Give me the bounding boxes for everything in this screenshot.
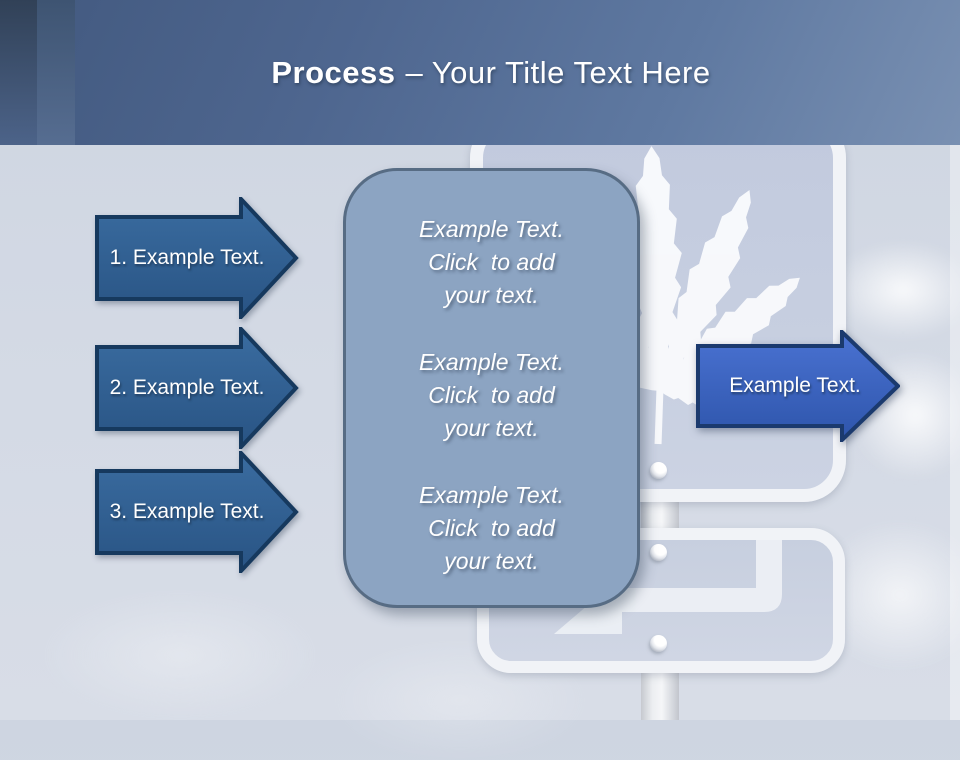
result-arrow-label: Example Text. — [729, 374, 861, 397]
page-title-keyword: Process — [271, 54, 396, 90]
placeholder-line: Example Text. — [419, 349, 564, 375]
bolt-icon — [650, 462, 667, 479]
process-step-arrow-3[interactable]: 3. Example Text. — [95, 451, 299, 573]
placeholder-line: your text. — [444, 415, 539, 441]
decorative-stripe-light — [37, 0, 75, 145]
placeholder-line: Click to add — [428, 249, 555, 275]
content-panel-text: Example Text. Click to add your text. Ex… — [346, 171, 637, 605]
arrow-right-shape — [95, 327, 299, 449]
cannabis-leaf-icon — [528, 145, 813, 445]
placeholder-text-block-3[interactable]: Example Text. Click to add your text. — [419, 479, 564, 578]
placeholder-line: Click to add — [428, 515, 555, 541]
process-step-arrow-2[interactable]: 2. Example Text. — [95, 327, 299, 449]
process-step-label-3: 3. Example Text. — [109, 500, 265, 523]
placeholder-line: your text. — [444, 282, 539, 308]
placeholder-line: Click to add — [428, 382, 555, 408]
process-step-label-2: 2. Example Text. — [109, 376, 265, 399]
page-title[interactable]: Process – Your Title Text Here — [0, 0, 960, 145]
placeholder-line: Example Text. — [419, 216, 564, 242]
right-edge-highlight — [950, 145, 960, 720]
result-arrow[interactable]: Example Text. — [696, 330, 900, 442]
content-panel[interactable]: Example Text. Click to add your text. Ex… — [343, 168, 640, 608]
bolt-icon — [650, 544, 667, 561]
placeholder-line: Example Text. — [419, 482, 564, 508]
page-title-rest: – Your Title Text Here — [405, 54, 711, 90]
process-step-arrow-1[interactable]: 1. Example Text. — [95, 197, 299, 319]
cloud — [828, 240, 960, 340]
placeholder-text-block-1[interactable]: Example Text. Click to add your text. — [419, 213, 564, 312]
placeholder-text-block-2[interactable]: Example Text. Click to add your text. — [419, 346, 564, 445]
bolt-icon — [650, 635, 667, 652]
slide-header: Process – Your Title Text Here — [0, 0, 960, 145]
arrow-right-shape — [95, 451, 299, 573]
arrow-right-shape — [95, 197, 299, 319]
decorative-stripe-dark — [0, 0, 37, 145]
cloud — [40, 590, 320, 720]
placeholder-line: your text. — [444, 548, 539, 574]
arrow-right-shape — [696, 330, 900, 442]
process-step-label-1: 1. Example Text. — [109, 246, 265, 269]
